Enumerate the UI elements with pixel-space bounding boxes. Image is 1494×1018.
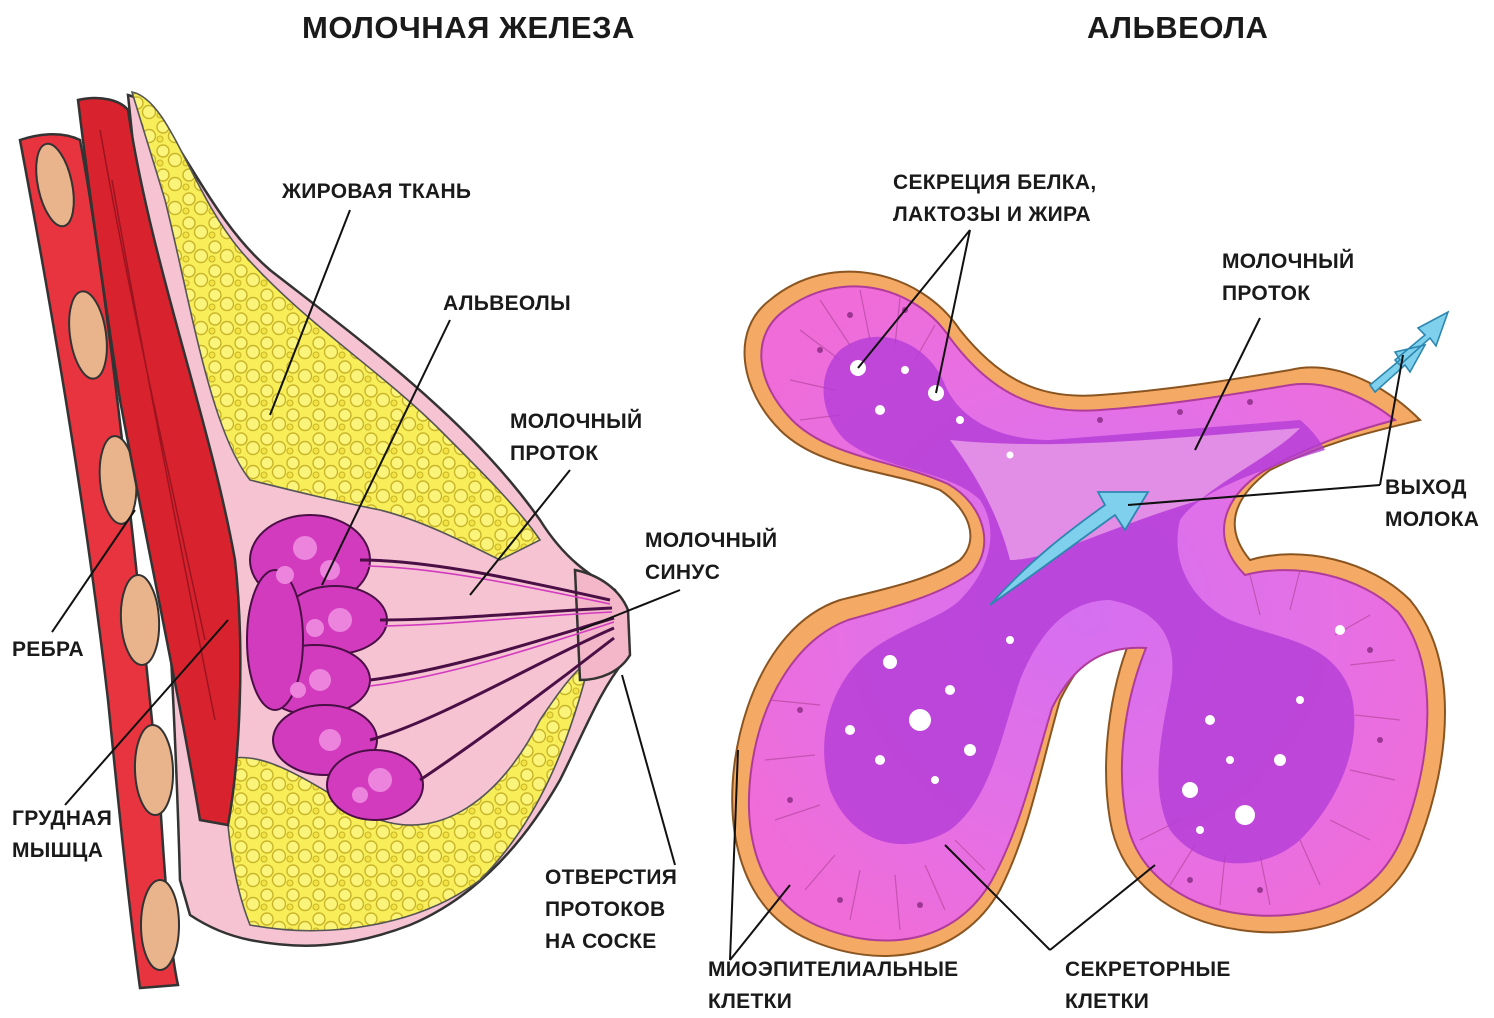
label-myoepithelial-cells: МИОЭПИТЕЛИАЛЬНЫЕКЛЕТКИ: [708, 954, 959, 1018]
label-secretion: СЕКРЕЦИЯ БЕЛКА,ЛАКТОЗЫ И ЖИРА: [893, 167, 1097, 231]
label-fat-tissue: ЖИРОВАЯ ТКАНЬ: [282, 176, 471, 208]
title-mammary-gland: МОЛОЧНАЯ ЖЕЛЕЗА: [302, 10, 635, 46]
label-milk-exit: ВЫХОДМОЛОКА: [1385, 472, 1479, 536]
title-alveolus: АЛЬВЕОЛА: [1087, 10, 1268, 46]
label-alveolus-duct: МОЛОЧНЫЙПРОТОК: [1222, 246, 1354, 310]
label-milk-duct: МОЛОЧНЫЙПРОТОК: [510, 406, 642, 470]
milk-exit-arrow: [1370, 312, 1448, 392]
label-pectoral-muscle: ГРУДНАЯМЫШЦА: [12, 803, 112, 867]
alveolus-drawing: [732, 272, 1448, 956]
label-ribs: РЕБРА: [12, 634, 84, 666]
label-secretory-cells: СЕКРЕТОРНЫЕКЛЕТКИ: [1065, 954, 1231, 1018]
label-milk-sinus: МОЛОЧНЫЙСИНУС: [645, 525, 777, 589]
label-alveoli: АЛЬВЕОЛЫ: [443, 288, 571, 320]
label-duct-openings: ОТВЕРСТИЯПРОТОКОВНА СОСКЕ: [545, 862, 677, 958]
